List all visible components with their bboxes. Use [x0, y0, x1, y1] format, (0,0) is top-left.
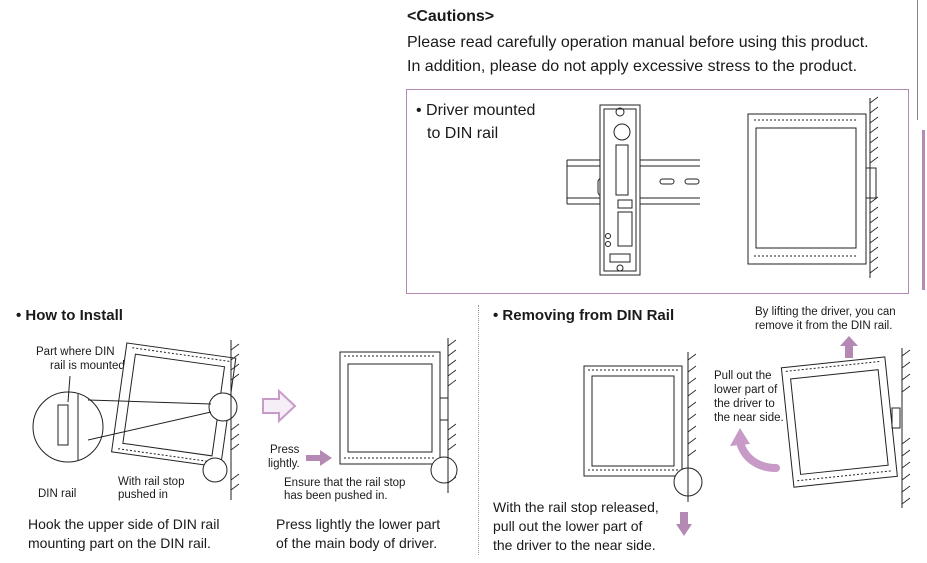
pull-label-3: the driver to: [714, 398, 775, 410]
pull-label-1: Pull out the: [714, 370, 772, 382]
install-step2-line-1: Press lightly the lower part: [276, 516, 441, 532]
remove-section-title: • Removing from DIN Rail: [493, 307, 675, 324]
mounted-illustration-box: [406, 89, 909, 294]
install-label-part-2: rail is mounted: [50, 360, 125, 372]
cautions-line-2: In addition, please do not apply excessi…: [407, 58, 858, 75]
driver-front-view-illustration: [566, 104, 700, 276]
press-arrow-icon: [306, 450, 332, 466]
remove-step-line-3: the driver to the near side.: [493, 537, 656, 553]
install-label-stop-2: pushed in: [118, 489, 168, 501]
pull-label-2: lower part of: [714, 384, 778, 396]
install-label-part-1: Part where DIN: [36, 346, 115, 358]
install-step1-line-2: mounting part on the DIN rail.: [28, 535, 211, 551]
lift-arrow-icon: [840, 336, 858, 358]
press-label-1: Press: [270, 444, 300, 456]
step-arrow-icon: [262, 388, 297, 424]
ensure-label-2: has been pushed in.: [284, 490, 388, 502]
remove-step-line-2: pull out the lower part of: [493, 518, 643, 534]
install-step2-line-2: of the main body of driver.: [276, 535, 438, 551]
install-step1-line-1: Hook the upper side of DIN rail: [28, 516, 220, 532]
remove-step1-illustration: [583, 352, 703, 502]
press-label-2: lightly.: [268, 458, 300, 470]
install-label-stop-1: With rail stop: [118, 476, 185, 488]
mounted-label-line-2: to DIN rail: [427, 125, 499, 142]
page-edge-mark: [917, 0, 918, 120]
ensure-label-1: Ensure that the rail stop: [284, 477, 406, 489]
mounted-label-line-1: • Driver mounted: [416, 102, 536, 119]
page-tab-mark: [922, 130, 925, 290]
install-label-din-rail: DIN rail: [38, 488, 77, 500]
install-step2-illustration: [339, 338, 458, 493]
remove-step2-illustration: [780, 348, 911, 508]
cautions-title: <Cautions>: [407, 8, 495, 25]
lift-label-1: By lifting the driver, you can: [755, 306, 896, 318]
rotate-arrow-icon: [730, 428, 780, 472]
remove-step-line-1: With the rail stop released,: [493, 499, 659, 515]
pull-label-4: the near side.: [714, 412, 784, 424]
install-step1-illustration: [32, 340, 240, 500]
driver-side-view-illustration: [747, 96, 879, 278]
install-section-title: • How to Install: [16, 307, 123, 324]
lift-label-2: remove it from the DIN rail.: [755, 320, 893, 332]
section-divider: [478, 305, 479, 555]
cautions-line-1: Please read carefully operation manual b…: [407, 34, 869, 51]
pull-down-arrow-icon: [676, 512, 692, 536]
